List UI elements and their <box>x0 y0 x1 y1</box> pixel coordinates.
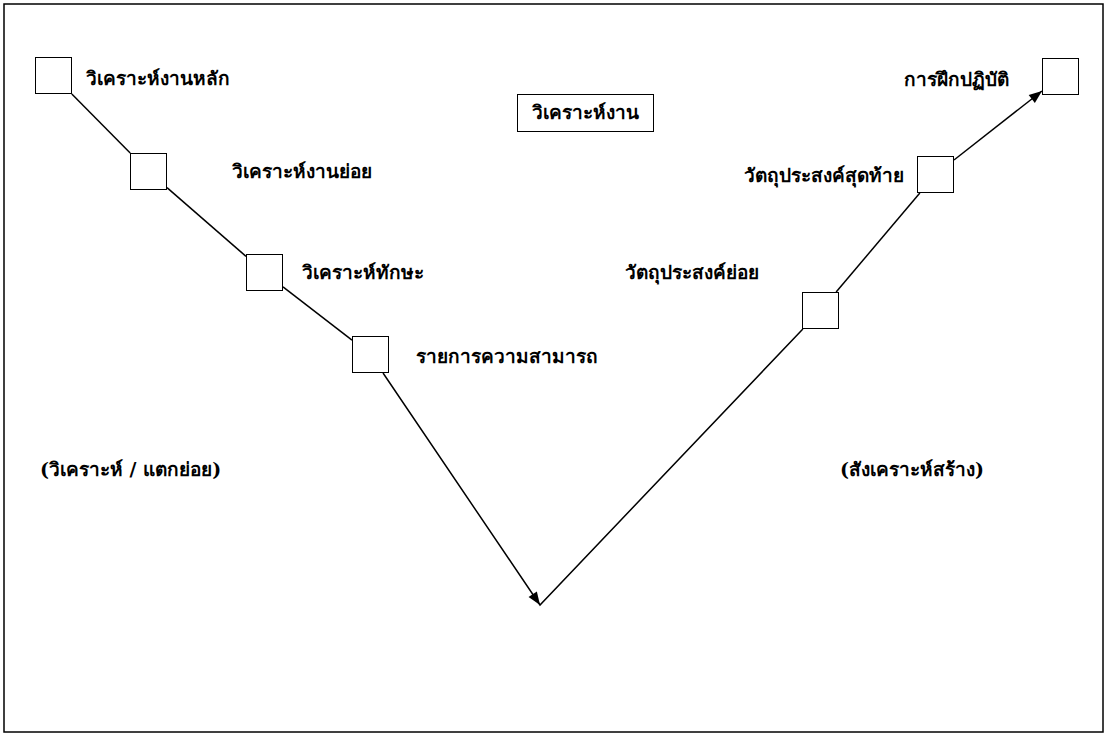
connector <box>954 91 1042 160</box>
step-label: รายการความสามารถ <box>414 345 600 369</box>
heading-text: วิเคราะห์งาน <box>532 101 639 125</box>
connector <box>283 287 352 340</box>
outer-border <box>4 4 1103 732</box>
step-square: วัตถุประสงค์สุดท้าย <box>917 156 954 193</box>
step-label: การฝึกปฏิบัติ <box>902 68 1011 92</box>
connector-line <box>836 193 920 292</box>
arrow-head <box>1029 91 1042 103</box>
step-square: วิเคราะห์งานย่อย <box>130 153 167 190</box>
step-square: วิเคราะห์ทักษะ <box>246 254 283 291</box>
step-square: วิเคราะห์งานหลัก <box>35 57 72 94</box>
heading-box: วิเคราะห์งาน <box>517 94 654 132</box>
arrow-head <box>529 591 540 605</box>
side-caption: (วิเคราะห์ / แตกย่อย) <box>38 458 223 482</box>
connector <box>836 193 920 292</box>
connector-line <box>383 329 803 605</box>
side-caption: (สังเคราะห์สร้าง) <box>838 458 986 482</box>
connector-line <box>954 91 1042 160</box>
connector-line <box>283 287 352 340</box>
connector-line <box>167 188 246 257</box>
step-label: วัตถุประสงค์ย่อย <box>623 261 761 285</box>
step-label: วิเคราะห์ทักษะ <box>300 261 426 285</box>
step-label: วัตถุประสงค์สุดท้าย <box>742 164 906 188</box>
connector <box>383 329 803 605</box>
step-square: รายการความสามารถ <box>352 336 389 373</box>
step-label: วิเคราะห์งานย่อย <box>230 160 374 184</box>
step-square: วัตถุประสงค์ย่อย <box>802 292 839 329</box>
step-square: การฝึกปฏิบัติ <box>1042 58 1079 95</box>
connector-line <box>72 94 130 153</box>
connector <box>167 188 246 257</box>
step-label: วิเคราะห์งานหลัก <box>84 67 232 91</box>
connector <box>72 94 130 153</box>
